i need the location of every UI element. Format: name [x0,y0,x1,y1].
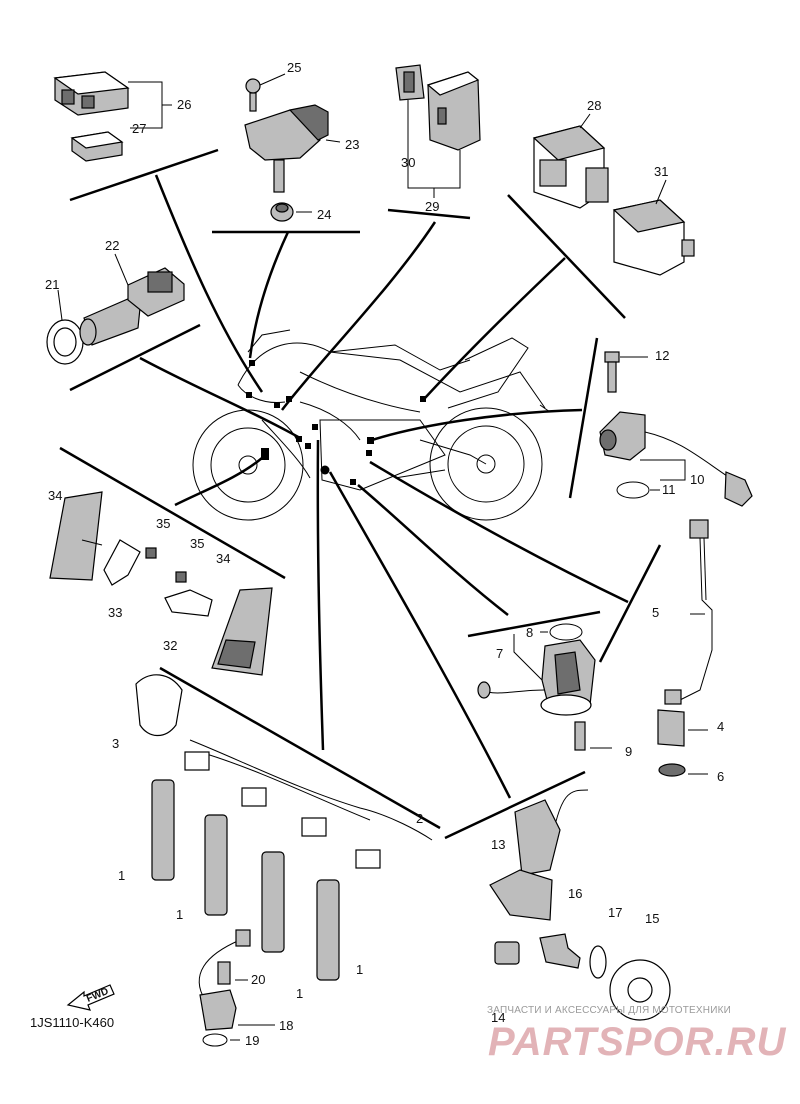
part-label-35a: 35 [156,516,170,531]
part-label-21: 21 [45,277,59,292]
part-sensor-7-8-9 [477,623,612,751]
part-label-35b: 35 [190,536,204,551]
group-dividers [59,148,662,840]
part-label-6: 6 [717,769,724,784]
part-label-16: 16 [568,886,582,901]
part-label-15: 15 [645,911,659,926]
part-label-19: 19 [245,1033,259,1048]
part-label-3: 3 [112,736,119,751]
part-sensor-4-5-6 [657,519,713,777]
part-label-27: 27 [132,121,146,136]
part-label-17: 17 [608,905,622,920]
part-label-24: 24 [317,207,331,222]
watermark-text: ЗАПЧАСТИ И АКСЕССУАРЫ ДЛЯ МОТОТЕХНИКИ [487,1005,732,1016]
part-label-28: 28 [587,98,601,113]
part-label-1c: 1 [296,986,303,1001]
part-label-1a: 1 [118,868,125,883]
part-number-labels: 25 26 27 23 24 30 29 28 31 22 21 12 10 1… [45,60,724,1048]
part-label-12: 12 [655,348,669,363]
part-label-14: 14 [491,1010,505,1025]
part-label-32: 32 [163,638,177,653]
part-label-26: 26 [177,97,191,112]
part-label-34a: 34 [48,488,62,503]
part-label-23: 23 [345,137,359,152]
part-sensor-23-24-25 [244,73,341,222]
part-label-9: 9 [625,744,632,759]
watermark-logo: PARTSPOR.RU [488,1020,787,1064]
part-label-1b: 1 [176,907,183,922]
part-label-5: 5 [652,605,659,620]
location-markers [246,360,426,485]
part-label-30: 30 [401,155,415,170]
part-reflectors-32-35 [49,491,273,676]
part-coils-1-2-3 [135,674,433,981]
fwd-label: FWD [85,986,110,1005]
part-label-20: 20 [251,972,265,987]
part-label-7: 7 [496,646,503,661]
part-relays-29-30 [395,64,481,198]
part-label-25: 25 [287,60,301,75]
part-label-2: 2 [416,811,423,826]
part-label-8: 8 [526,625,533,640]
part-label-29: 29 [425,199,439,214]
part-sensor-13-17 [489,789,671,1021]
part-label-1d: 1 [356,962,363,977]
part-label-22: 22 [105,238,119,253]
part-sensor-18-19-20 [198,929,275,1047]
part-units-28-31 [532,113,695,276]
part-label-18: 18 [279,1018,293,1033]
leader-lines [139,174,629,799]
part-connector-26-27 [53,71,172,162]
part-label-31: 31 [654,164,668,179]
part-label-33: 33 [108,605,122,620]
part-switch-21-22 [46,253,185,365]
fwd-arrow-icon: FWD [66,984,115,1011]
part-label-13: 13 [491,837,505,852]
part-label-11: 11 [662,482,676,497]
motorcycle-outline [192,329,551,521]
part-label-34b: 34 [216,551,230,566]
part-label-10: 10 [690,472,704,487]
part-sensor-10-11-12 [599,351,753,507]
diagram-code: 1JS1110-K460 [30,1015,115,1030]
part-label-4: 4 [717,719,724,734]
